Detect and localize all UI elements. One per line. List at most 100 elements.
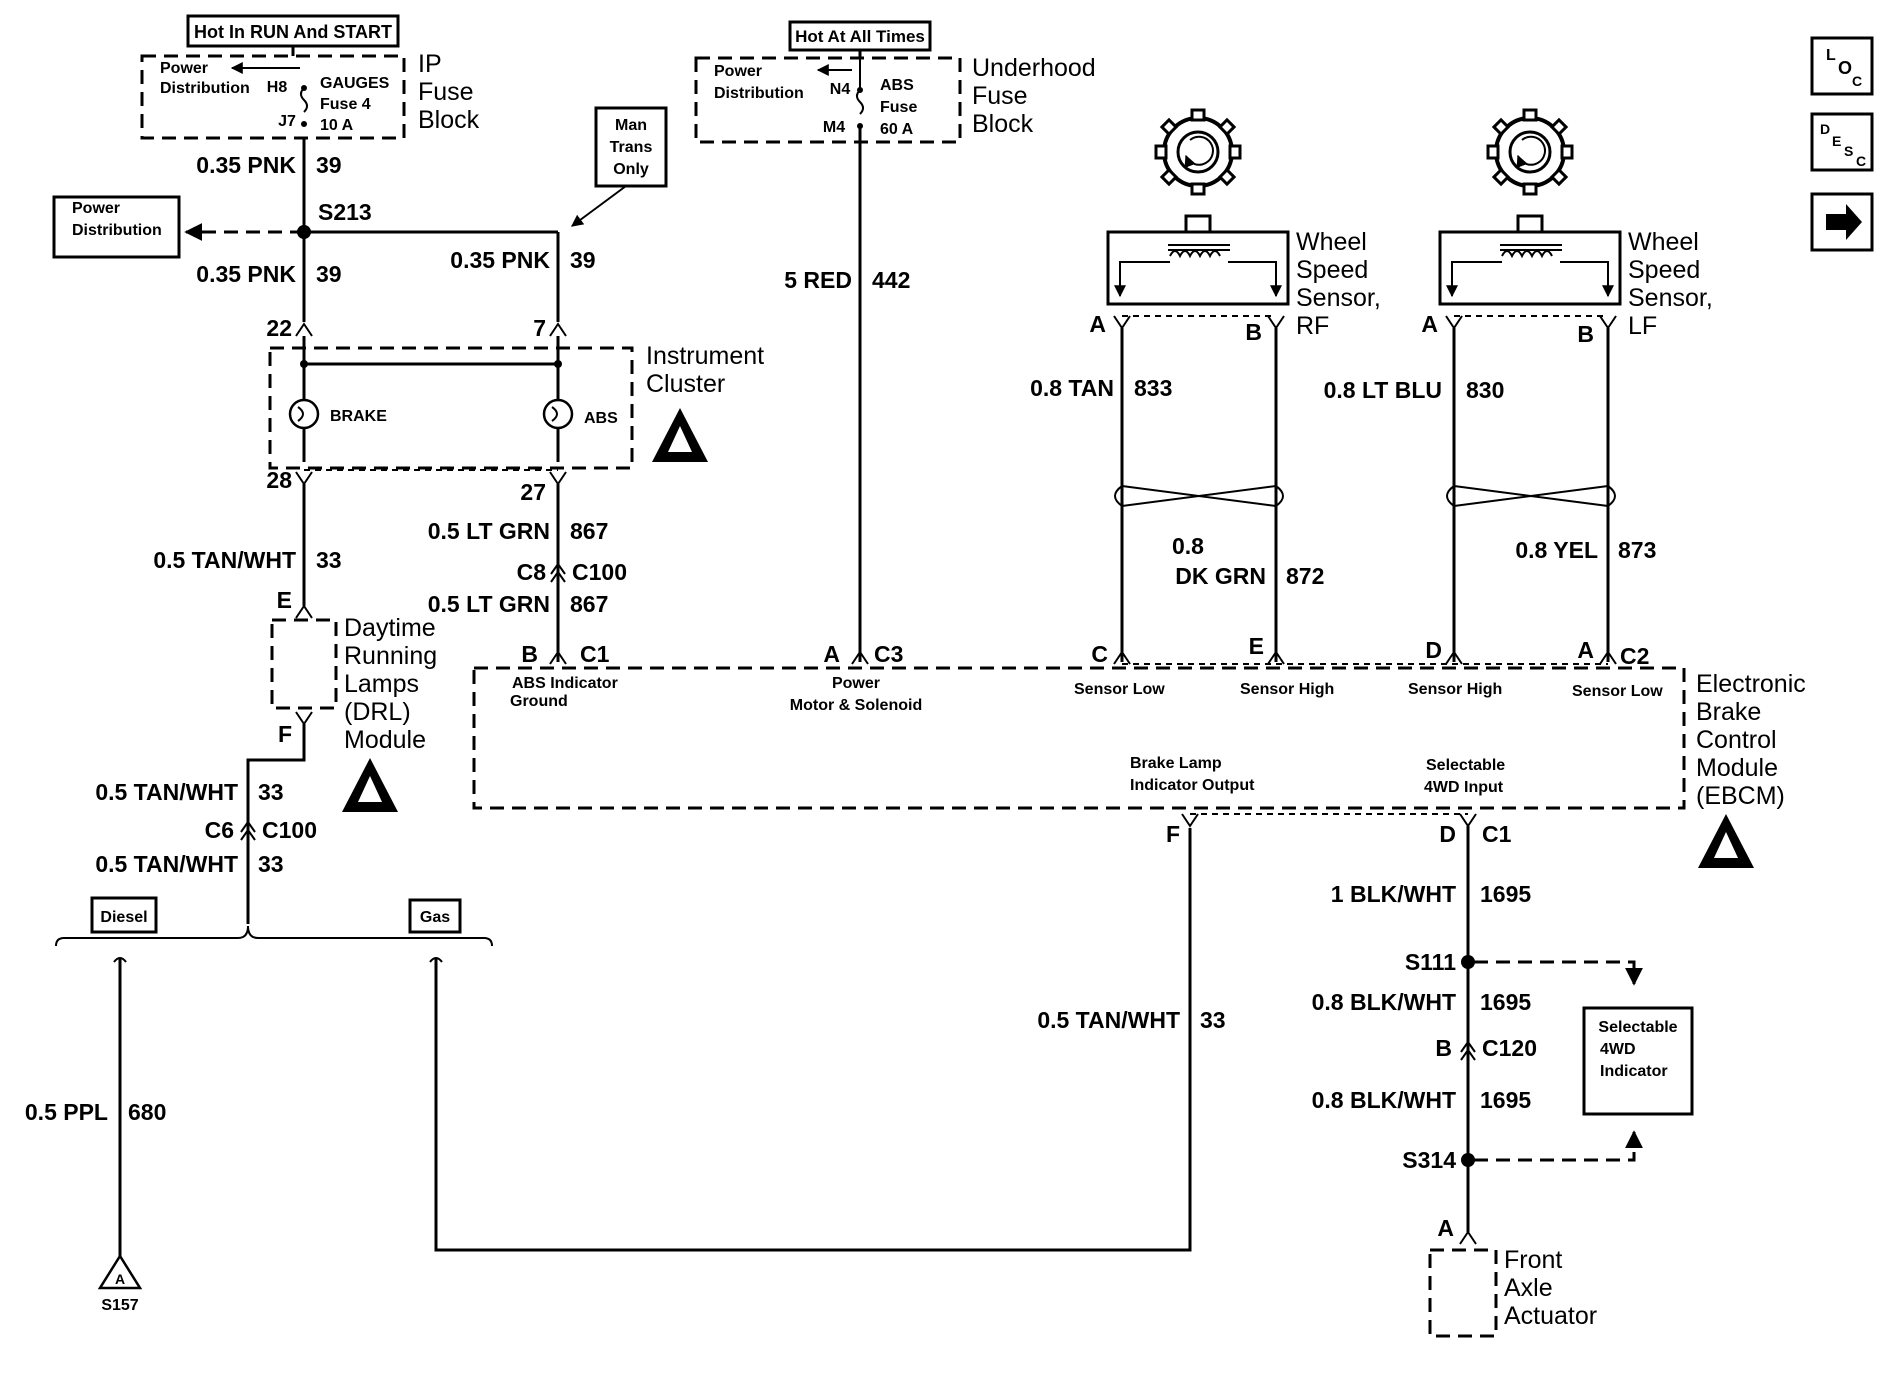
svg-text:33: 33: [316, 547, 342, 573]
svg-text:33: 33: [258, 779, 284, 805]
svg-text:0.5 LT GRN: 0.5 LT GRN: [428, 518, 550, 544]
splice-s111: [1461, 955, 1475, 969]
option-bracket: [55, 925, 493, 947]
svg-text:22: 22: [266, 315, 292, 341]
svg-text:ABS Indicator: ABS Indicator: [512, 675, 618, 692]
svg-text:C: C: [1852, 73, 1862, 89]
svg-text:0.5 TAN/WHT: 0.5 TAN/WHT: [95, 779, 238, 805]
svg-text:5 RED: 5 RED: [784, 267, 852, 293]
svg-text:0.5 TAN/WHT: 0.5 TAN/WHT: [1037, 1007, 1180, 1033]
svg-text:B: B: [521, 641, 538, 667]
svg-text:Sensor,: Sensor,: [1296, 284, 1381, 312]
svg-text:27: 27: [520, 479, 546, 505]
svg-text:0.8 BLK/WHT: 0.8 BLK/WHT: [1312, 1087, 1456, 1113]
svg-text:833: 833: [1134, 375, 1172, 401]
svg-text:0.5 TAN/WHT: 0.5 TAN/WHT: [95, 851, 238, 877]
svg-text:0.35 PNK: 0.35 PNK: [196, 152, 296, 178]
svg-text:RF: RF: [1296, 312, 1329, 340]
svg-text:Sensor,: Sensor,: [1628, 284, 1713, 312]
svg-text:C: C: [1091, 641, 1108, 667]
svg-text:Speed: Speed: [1628, 256, 1700, 284]
svg-text:867: 867: [570, 518, 608, 544]
svg-text:39: 39: [316, 152, 342, 178]
svg-text:Axle: Axle: [1504, 1274, 1553, 1302]
svg-text:0.8 TAN: 0.8 TAN: [1030, 375, 1114, 401]
svg-text:ABS: ABS: [880, 77, 914, 94]
instrument-cluster-frame: [268, 346, 634, 470]
svg-text:E: E: [1249, 633, 1264, 659]
underhood-fuse-block-frame: [694, 56, 962, 144]
wss-rf-body: [1106, 230, 1290, 306]
ground-triangle-icon: [97, 1253, 143, 1290]
svg-text:Module: Module: [1696, 754, 1778, 782]
location-button[interactable]: L O C: [1810, 36, 1874, 96]
svg-text:C3: C3: [874, 641, 903, 667]
instrument-cluster: 22 7 BRAKE ABS Instrument Cluster 28 27: [266, 315, 764, 505]
svg-text:A: A: [1421, 311, 1438, 337]
drl-module: E F Daytime Running Lamps (DRL) Module: [270, 587, 437, 812]
svg-text:D: D: [1820, 121, 1830, 137]
svg-text:Distribution: Distribution: [714, 85, 804, 102]
esd-warning-icon: [342, 758, 398, 812]
svg-text:C120: C120: [1482, 1035, 1537, 1061]
svg-text:442: 442: [872, 267, 910, 293]
svg-text:60 A: 60 A: [880, 121, 914, 138]
svg-text:Selectable: Selectable: [1598, 1019, 1677, 1036]
svg-text:Instrument: Instrument: [646, 342, 764, 370]
next-arrow-button[interactable]: [1810, 192, 1874, 252]
wire-33-gas: [434, 828, 1192, 1252]
svg-text:0.5 TAN/WHT: 0.5 TAN/WHT: [153, 547, 296, 573]
svg-text:J7: J7: [278, 113, 296, 130]
svg-text:Underhood: Underhood: [972, 54, 1096, 82]
ground-s157: A S157: [97, 1253, 143, 1314]
svg-text:Front: Front: [1504, 1246, 1562, 1274]
svg-text:0.5 LT GRN: 0.5 LT GRN: [428, 591, 550, 617]
svg-text:Fuse: Fuse: [880, 99, 917, 116]
svg-text:Sensor Low: Sensor Low: [1572, 683, 1663, 700]
esd-warning-icon: [1698, 814, 1754, 868]
svg-text:C100: C100: [572, 559, 627, 585]
svg-text:7: 7: [533, 315, 546, 341]
svg-text:E: E: [277, 587, 292, 613]
ip-fuse-block-frame: [140, 54, 406, 140]
description-button[interactable]: D E S C: [1810, 112, 1874, 172]
svg-text:Actuator: Actuator: [1504, 1302, 1597, 1330]
svg-text:39: 39: [570, 247, 596, 273]
svg-text:C: C: [1856, 153, 1866, 169]
twisted-pair-icon: [1446, 485, 1616, 507]
svg-text:1695: 1695: [1480, 989, 1531, 1015]
svg-text:Brake: Brake: [1696, 698, 1761, 726]
splice-s314: [1461, 1153, 1475, 1167]
svg-text:0.8: 0.8: [1172, 533, 1204, 559]
svg-text:F: F: [278, 721, 292, 747]
diesel-option-box: [90, 896, 158, 934]
tone-wheel-icon: [1154, 108, 1242, 196]
wheel-speed-sensor-lf: Wheel Speed Sensor, LF A B: [1421, 108, 1713, 347]
svg-text:(EBCM): (EBCM): [1696, 782, 1785, 810]
svg-text:C100: C100: [262, 817, 317, 843]
svg-text:B: B: [1245, 319, 1262, 345]
ebcm-frame: [472, 666, 1686, 810]
selectable-4wd-indicator-box: [1582, 1006, 1694, 1116]
svg-text:S157: S157: [101, 1297, 138, 1314]
svg-text:Fuse 4: Fuse 4: [320, 96, 371, 113]
svg-text:4WD: 4WD: [1600, 1041, 1636, 1058]
svg-text:830: 830: [1466, 377, 1504, 403]
svg-text:A: A: [1089, 311, 1106, 337]
svg-text:(DRL): (DRL): [344, 698, 411, 726]
svg-text:10 A: 10 A: [320, 117, 354, 134]
svg-text:L: L: [1826, 47, 1836, 64]
svg-text:A: A: [1577, 637, 1594, 663]
svg-text:Wheel: Wheel: [1628, 228, 1699, 256]
svg-text:Block: Block: [418, 106, 480, 134]
svg-text:Selectable: Selectable: [1426, 757, 1505, 774]
svg-text:0.8 BLK/WHT: 0.8 BLK/WHT: [1312, 989, 1456, 1015]
svg-text:Indicator: Indicator: [1600, 1063, 1668, 1080]
front-axle-actuator: A Front Axle Actuator: [1428, 1215, 1597, 1338]
svg-text:M4: M4: [823, 119, 845, 136]
svg-text:S111: S111: [1405, 949, 1456, 975]
svg-text:IP: IP: [418, 50, 442, 78]
svg-text:4WD Input: 4WD Input: [1424, 779, 1504, 796]
svg-text:873: 873: [1618, 537, 1656, 563]
svg-text:D: D: [1439, 821, 1456, 847]
